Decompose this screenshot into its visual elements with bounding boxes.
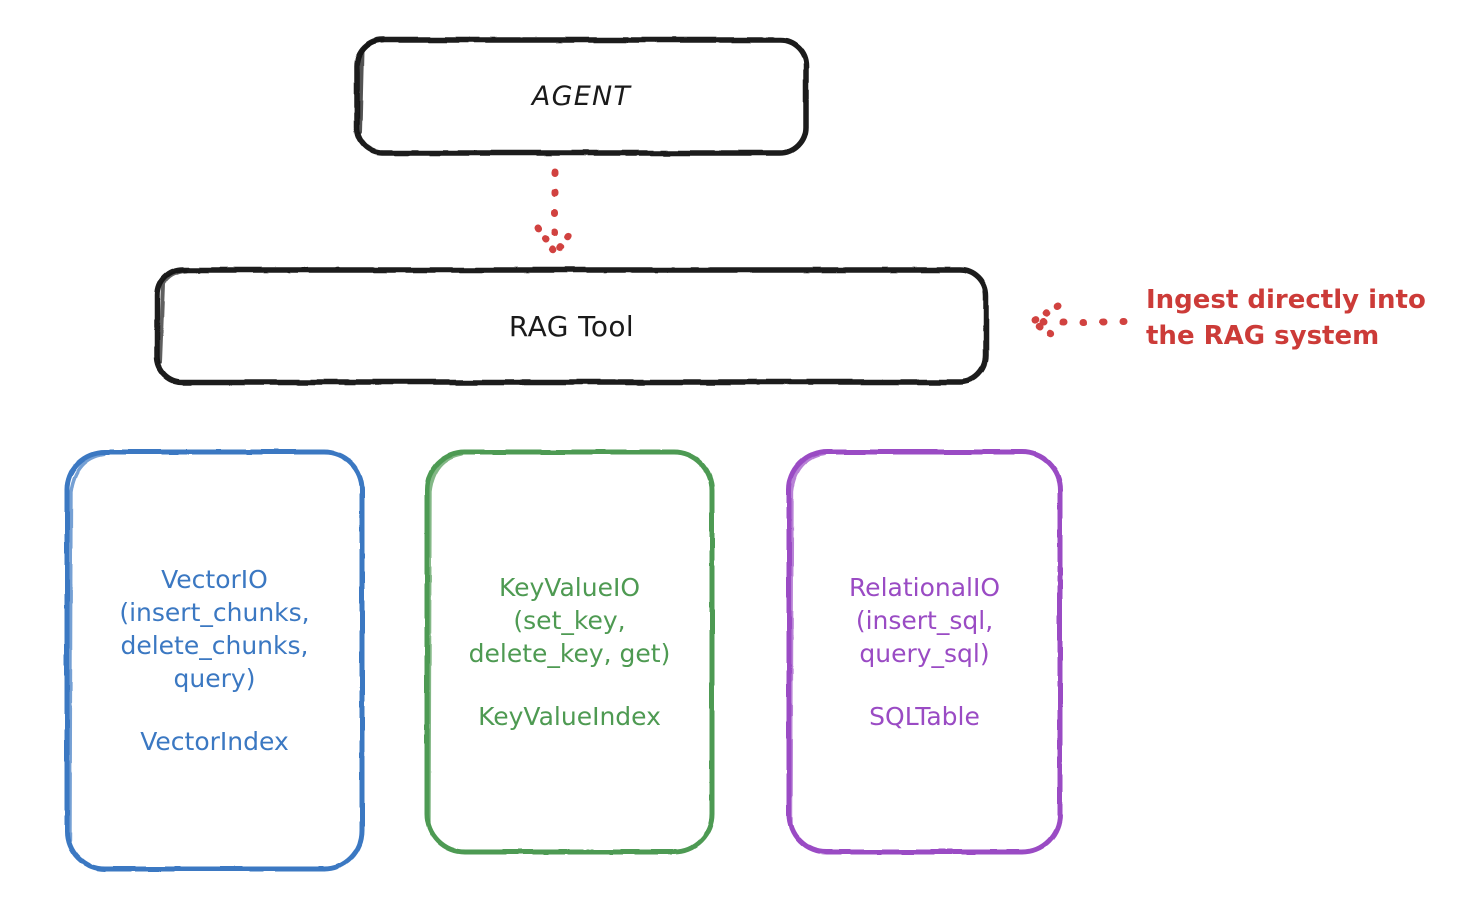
- agent-to-rag-connector: [534, 168, 578, 258]
- vector-io-box-shape[interactable]: [64, 449, 365, 872]
- agent-box-shape[interactable]: [354, 37, 809, 156]
- ingest-annotation: Ingest directly into the RAG system: [1146, 285, 1426, 351]
- relational-io-box-shape[interactable]: [786, 449, 1063, 855]
- ingest-to-rag-connector: [1028, 302, 1128, 342]
- rag-tool-box-shape[interactable]: [154, 267, 989, 385]
- key-value-io-box-shape[interactable]: [424, 449, 715, 855]
